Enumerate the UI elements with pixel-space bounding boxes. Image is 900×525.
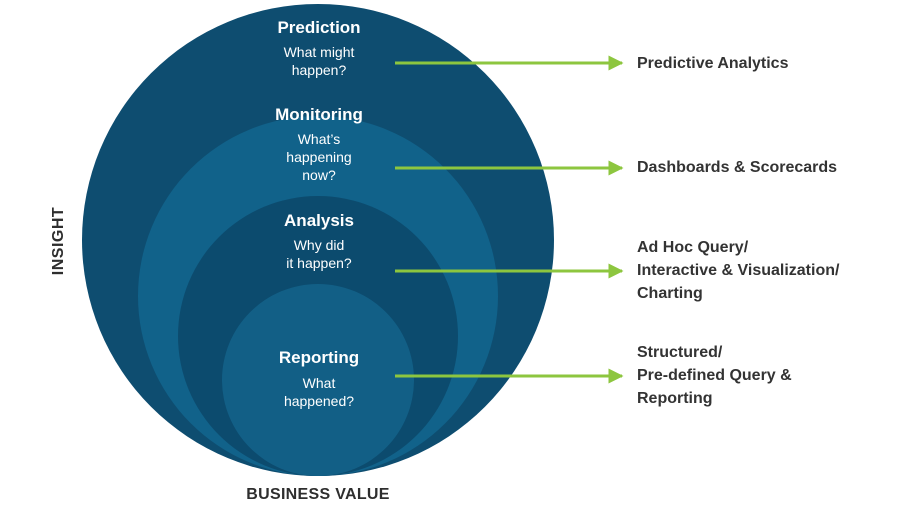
question-reporting: What happened? <box>283 375 355 409</box>
category-ad-hoc-query: Ad Hoc Query/ Interactive & Visualizatio… <box>637 239 840 302</box>
question-analysis: Why did it happen? <box>286 237 352 271</box>
title-analysis: Analysis <box>284 211 354 230</box>
question-prediction: What might happen? <box>283 44 355 78</box>
circle-reporting <box>222 284 414 476</box>
category-predictive-analytics: Predictive Analytics <box>637 55 789 72</box>
axis-label-insight: INSIGHT <box>50 206 67 276</box>
title-prediction: Prediction <box>277 18 361 37</box>
title-monitoring: Monitoring <box>275 105 363 124</box>
category-structured-query: Structured/ Pre-defined Query & Reportin… <box>637 344 792 407</box>
question-monitoring: What’s happening now? <box>286 131 352 183</box>
axis-label-business-value: BUSINESS VALUE <box>246 486 390 503</box>
title-reporting: Reporting <box>278 348 360 367</box>
category-dashboards-scorecards: Dashboards & Scorecards <box>637 159 838 176</box>
